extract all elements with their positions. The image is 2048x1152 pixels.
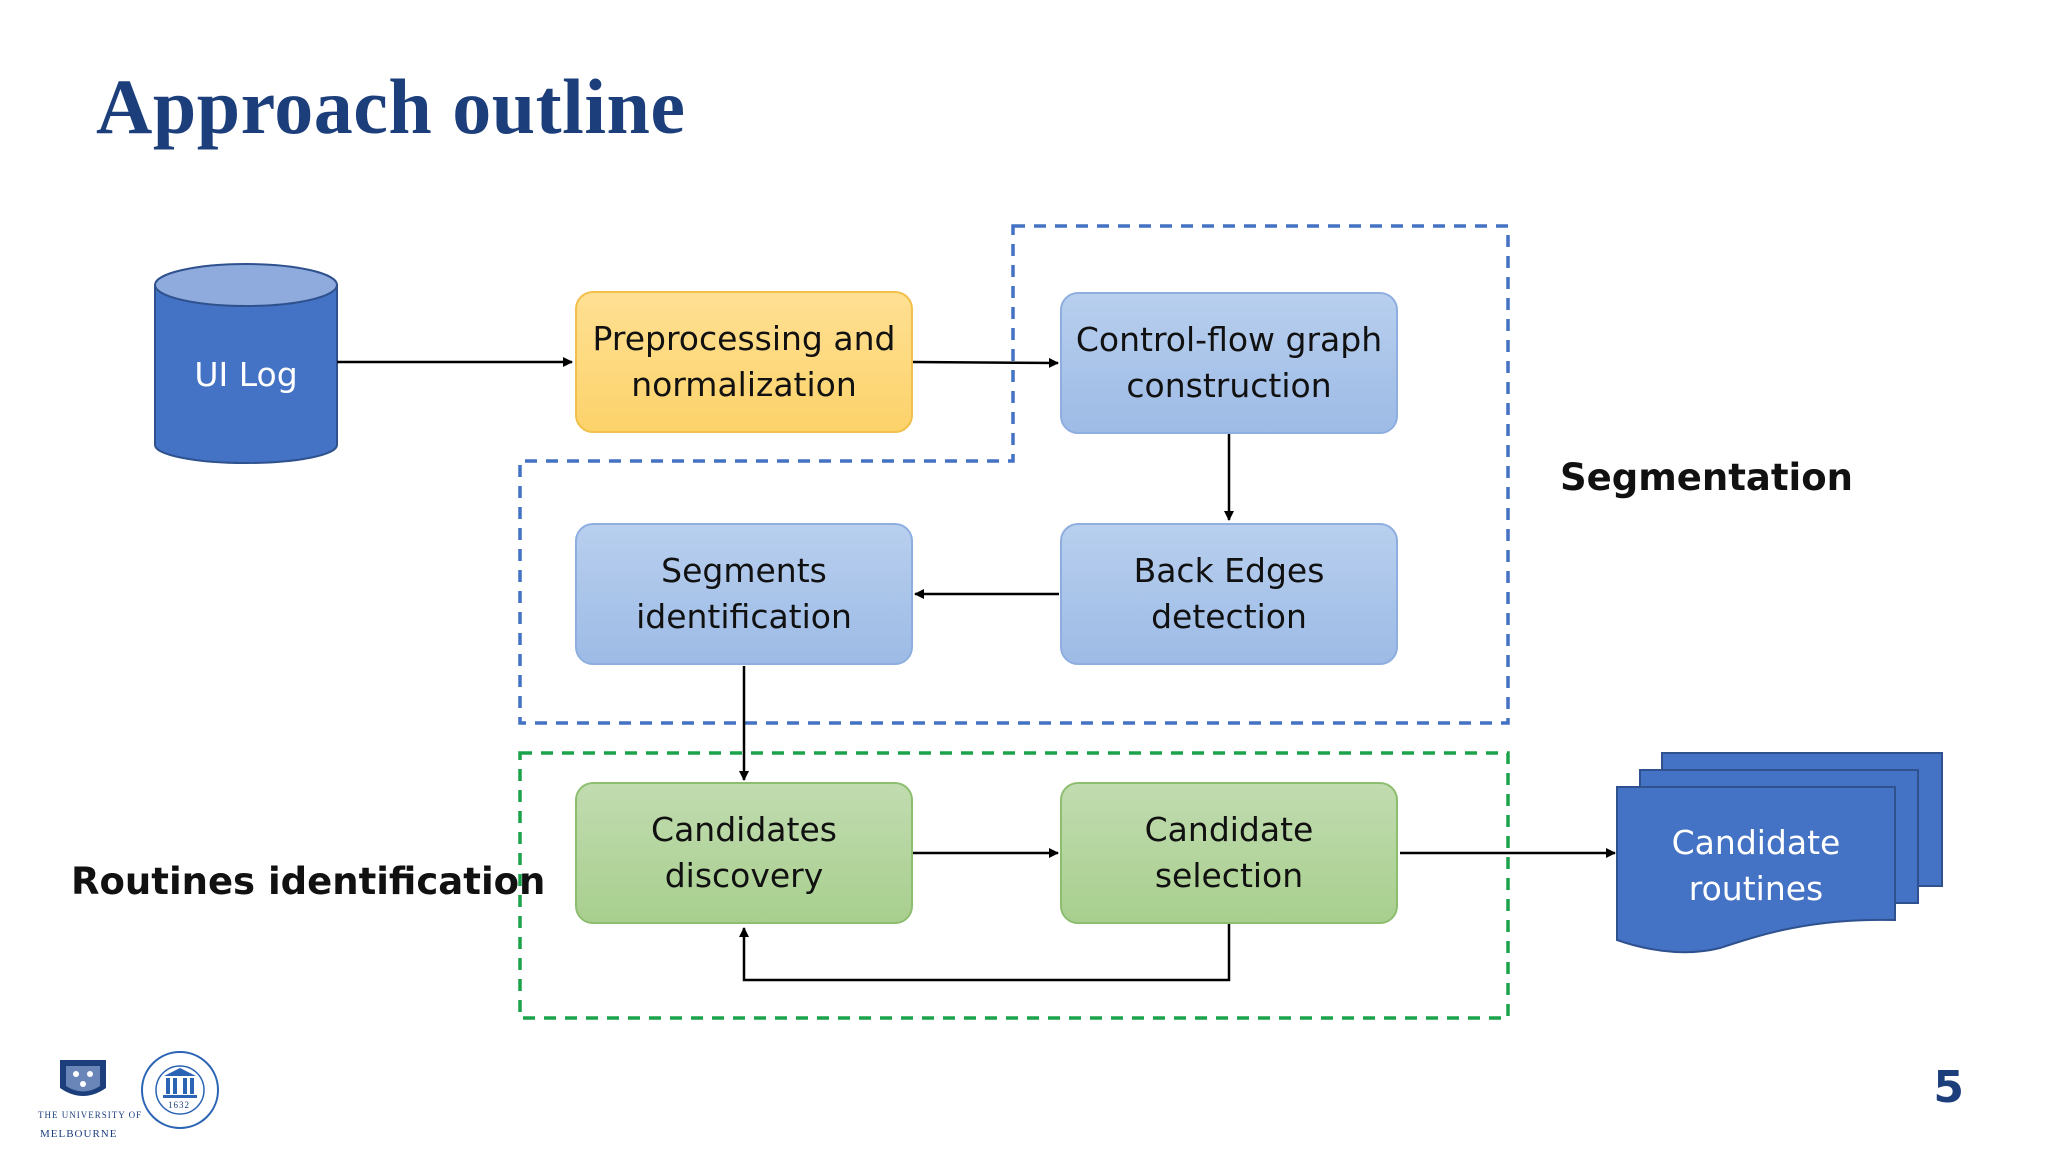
candidate-routines-label: Candidate routines [1617,820,1895,912]
arrow-preprocessing-to-controlflow [912,357,1059,368]
tartu-logo-year: 1632 [168,1100,190,1110]
control-flow-box: Control-flow graph construction [1060,292,1398,434]
box-line: Preprocessing and [592,319,896,358]
segmentation-label: Segmentation [1560,456,1854,499]
melbourne-logo-text-2: MELBOURNE [40,1128,118,1140]
candidates-discovery-box: Candidates discovery [575,782,913,924]
slide-title: Approach outline [96,63,686,150]
candidate-routines-documents [1616,752,1943,954]
page-number: 5 [1933,1062,1964,1113]
box-line: Back Edges [1133,551,1325,590]
routines-identification-label: Routines identification [71,860,546,903]
ui-log-cylinder [154,263,338,464]
box-line: detection [1151,597,1307,636]
back-edges-box: Back Edges detection [1060,523,1398,665]
output-line: routines [1688,869,1824,908]
preprocessing-box: Preprocessing and normalization [575,291,913,433]
box-line: normalization [631,365,857,404]
melbourne-logo [60,1060,106,1096]
box-line: discovery [664,856,824,895]
box-line: identification [636,597,852,636]
box-line: Control-flow graph [1075,320,1383,359]
box-line: Segments [661,551,827,590]
box-line: selection [1154,856,1304,895]
ui-log-label: UI Log [194,355,298,394]
box-line: Candidates [651,810,837,849]
melbourne-logo-text-1: THE UNIVERSITY OF [38,1110,143,1120]
tartu-logo [141,1051,219,1129]
box-line: Candidate [1144,810,1314,849]
output-line: Candidate [1671,823,1841,862]
segments-box: Segments identification [575,523,913,665]
box-line: construction [1126,366,1332,405]
segmentation-region [518,224,1510,725]
candidate-selection-box: Candidate selection [1060,782,1398,924]
arrow-selection-feedback-to-discovery [739,924,1231,982]
routines-identification-region [518,751,1510,1020]
